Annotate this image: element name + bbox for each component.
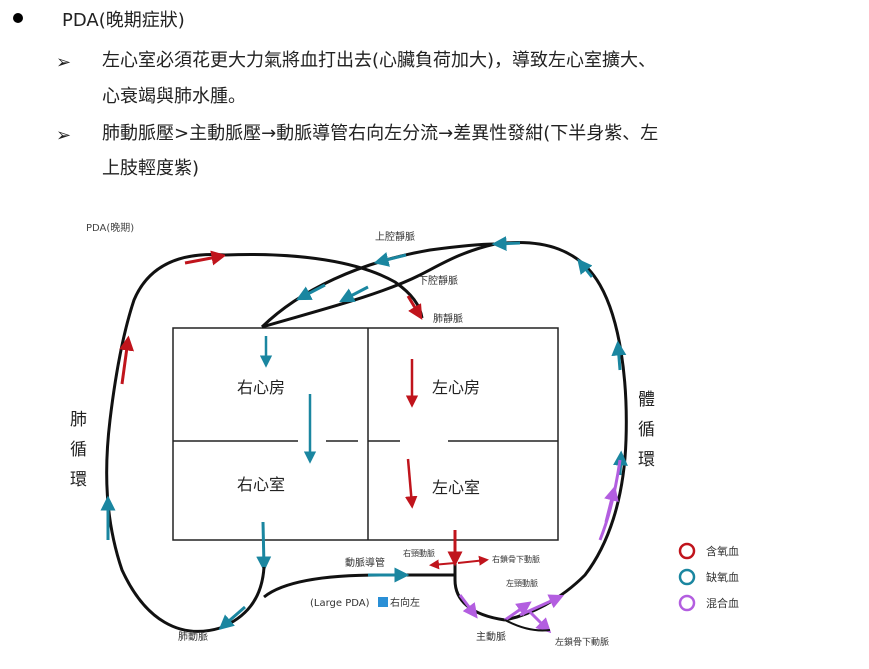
- ivc-path: [261, 242, 496, 329]
- pv-arrow: [406, 295, 423, 320]
- systemic-circ-char-3: 環: [638, 450, 655, 470]
- left-subclavian-arrow: [528, 610, 552, 634]
- aorta-label: 主動脈: [476, 630, 506, 643]
- ivc-label: 下腔靜脈: [418, 274, 458, 287]
- pulmonary-oxy-arrow-top: [184, 250, 227, 266]
- legend-deoxygenated-label: 缺氧血: [706, 570, 739, 584]
- pulmonary-artery-loop: [105, 253, 266, 633]
- bullet-heading: PDA(晚期症狀): [62, 10, 185, 31]
- pv-label: 肺靜脈: [433, 312, 463, 325]
- arrow-box-icon: [378, 597, 388, 607]
- svc-path: [260, 242, 496, 329]
- large-pda-label: (Large PDA): [310, 598, 370, 609]
- systemic-deoxy-arrow-1: [577, 258, 594, 278]
- legend: 含氧血 缺氧血 混合血: [678, 542, 739, 612]
- systemic-circ-char-2: 循: [638, 420, 655, 440]
- diagram-title: PDA(晚期): [86, 222, 134, 234]
- r-to-l-label: 右向左: [390, 596, 420, 609]
- heart-box: [172, 327, 559, 541]
- ductus-arteriosus-path: [263, 573, 455, 599]
- left-subclavian-label: 左鎖骨下動脈: [555, 636, 609, 648]
- point2-line1: 肺動脈壓>主動脈壓→動脈導管右向左分流→差異性發紺(下半身紫、左: [102, 123, 659, 144]
- right-carotid-label: 右頸動脈: [403, 548, 435, 558]
- svc-arrow: [373, 252, 407, 267]
- svc-label: 上腔靜脈: [375, 230, 415, 243]
- point2-line2: 上肢輕度紫): [102, 158, 200, 179]
- point1-line2: 心衰竭與肺水腫。: [102, 86, 246, 107]
- left-carotid-arrow: [504, 601, 532, 622]
- aorta-path: [453, 540, 506, 622]
- arrow-bullet-1: ➢: [56, 52, 72, 73]
- pulmonary-circ-char-3: 環: [70, 470, 87, 490]
- pulmonary-vein-path: [224, 253, 424, 319]
- right-atrium-label: 右心房: [237, 378, 285, 397]
- la-to-lv-arrow: [405, 458, 418, 509]
- ivc-arrow: [339, 285, 369, 303]
- legend-oxygenated-swatch: [678, 542, 696, 560]
- right-subclavian-label: 右鎖骨下動脈: [492, 554, 540, 564]
- systemic-circ-char-1: 體: [638, 390, 655, 410]
- pulmonary-circ-char-1: 肺: [70, 410, 87, 430]
- pa-arrow: [218, 605, 246, 630]
- arrow-bullet-2: ➢: [56, 125, 72, 146]
- legend-mixed-swatch: [678, 594, 696, 612]
- systemic-return-arrow: [491, 236, 521, 252]
- pulmonary-oxy-arrow: [119, 335, 135, 385]
- bullet-dot: [13, 13, 23, 23]
- aorta-mixed-arrow: [458, 594, 478, 619]
- left-ventricle-label: 左心室: [432, 478, 480, 497]
- left-atrium-label: 左心房: [432, 378, 480, 397]
- right-carotid-arrow: [429, 559, 456, 570]
- rv-outflow-arrow: [256, 521, 272, 572]
- left-carotid-branch-arrow: [519, 594, 565, 617]
- pda-circulation-diagram: PDA(晚期) 右心房 左心房 右心室 左心室 上腔靜脈 下腔靜脈: [70, 222, 739, 648]
- pulmonary-circ-char-2: 循: [70, 440, 87, 460]
- svc-arrow-2: [296, 283, 326, 301]
- legend-oxygenated-label: 含氧血: [706, 544, 739, 558]
- legend-mixed-label: 混合血: [706, 596, 739, 610]
- left-carotid-label: 左頸動脈: [506, 578, 538, 588]
- right-subclavian-arrow: [457, 555, 489, 566]
- pa-label: 肺動脈: [178, 630, 208, 643]
- systemic-mixed-arrow: [604, 485, 619, 523]
- systemic-deoxy-arrow-2: [611, 340, 627, 371]
- ductus-label: 動脈導管: [345, 556, 385, 569]
- point1-line1: 左心室必須花更大力氣將血打出去(心臟負荷加大)，導致左心室擴大、: [102, 50, 657, 71]
- right-ventricle-label: 右心室: [237, 475, 285, 494]
- left-subclavian-path: [504, 619, 551, 632]
- legend-deoxygenated-swatch: [678, 568, 696, 586]
